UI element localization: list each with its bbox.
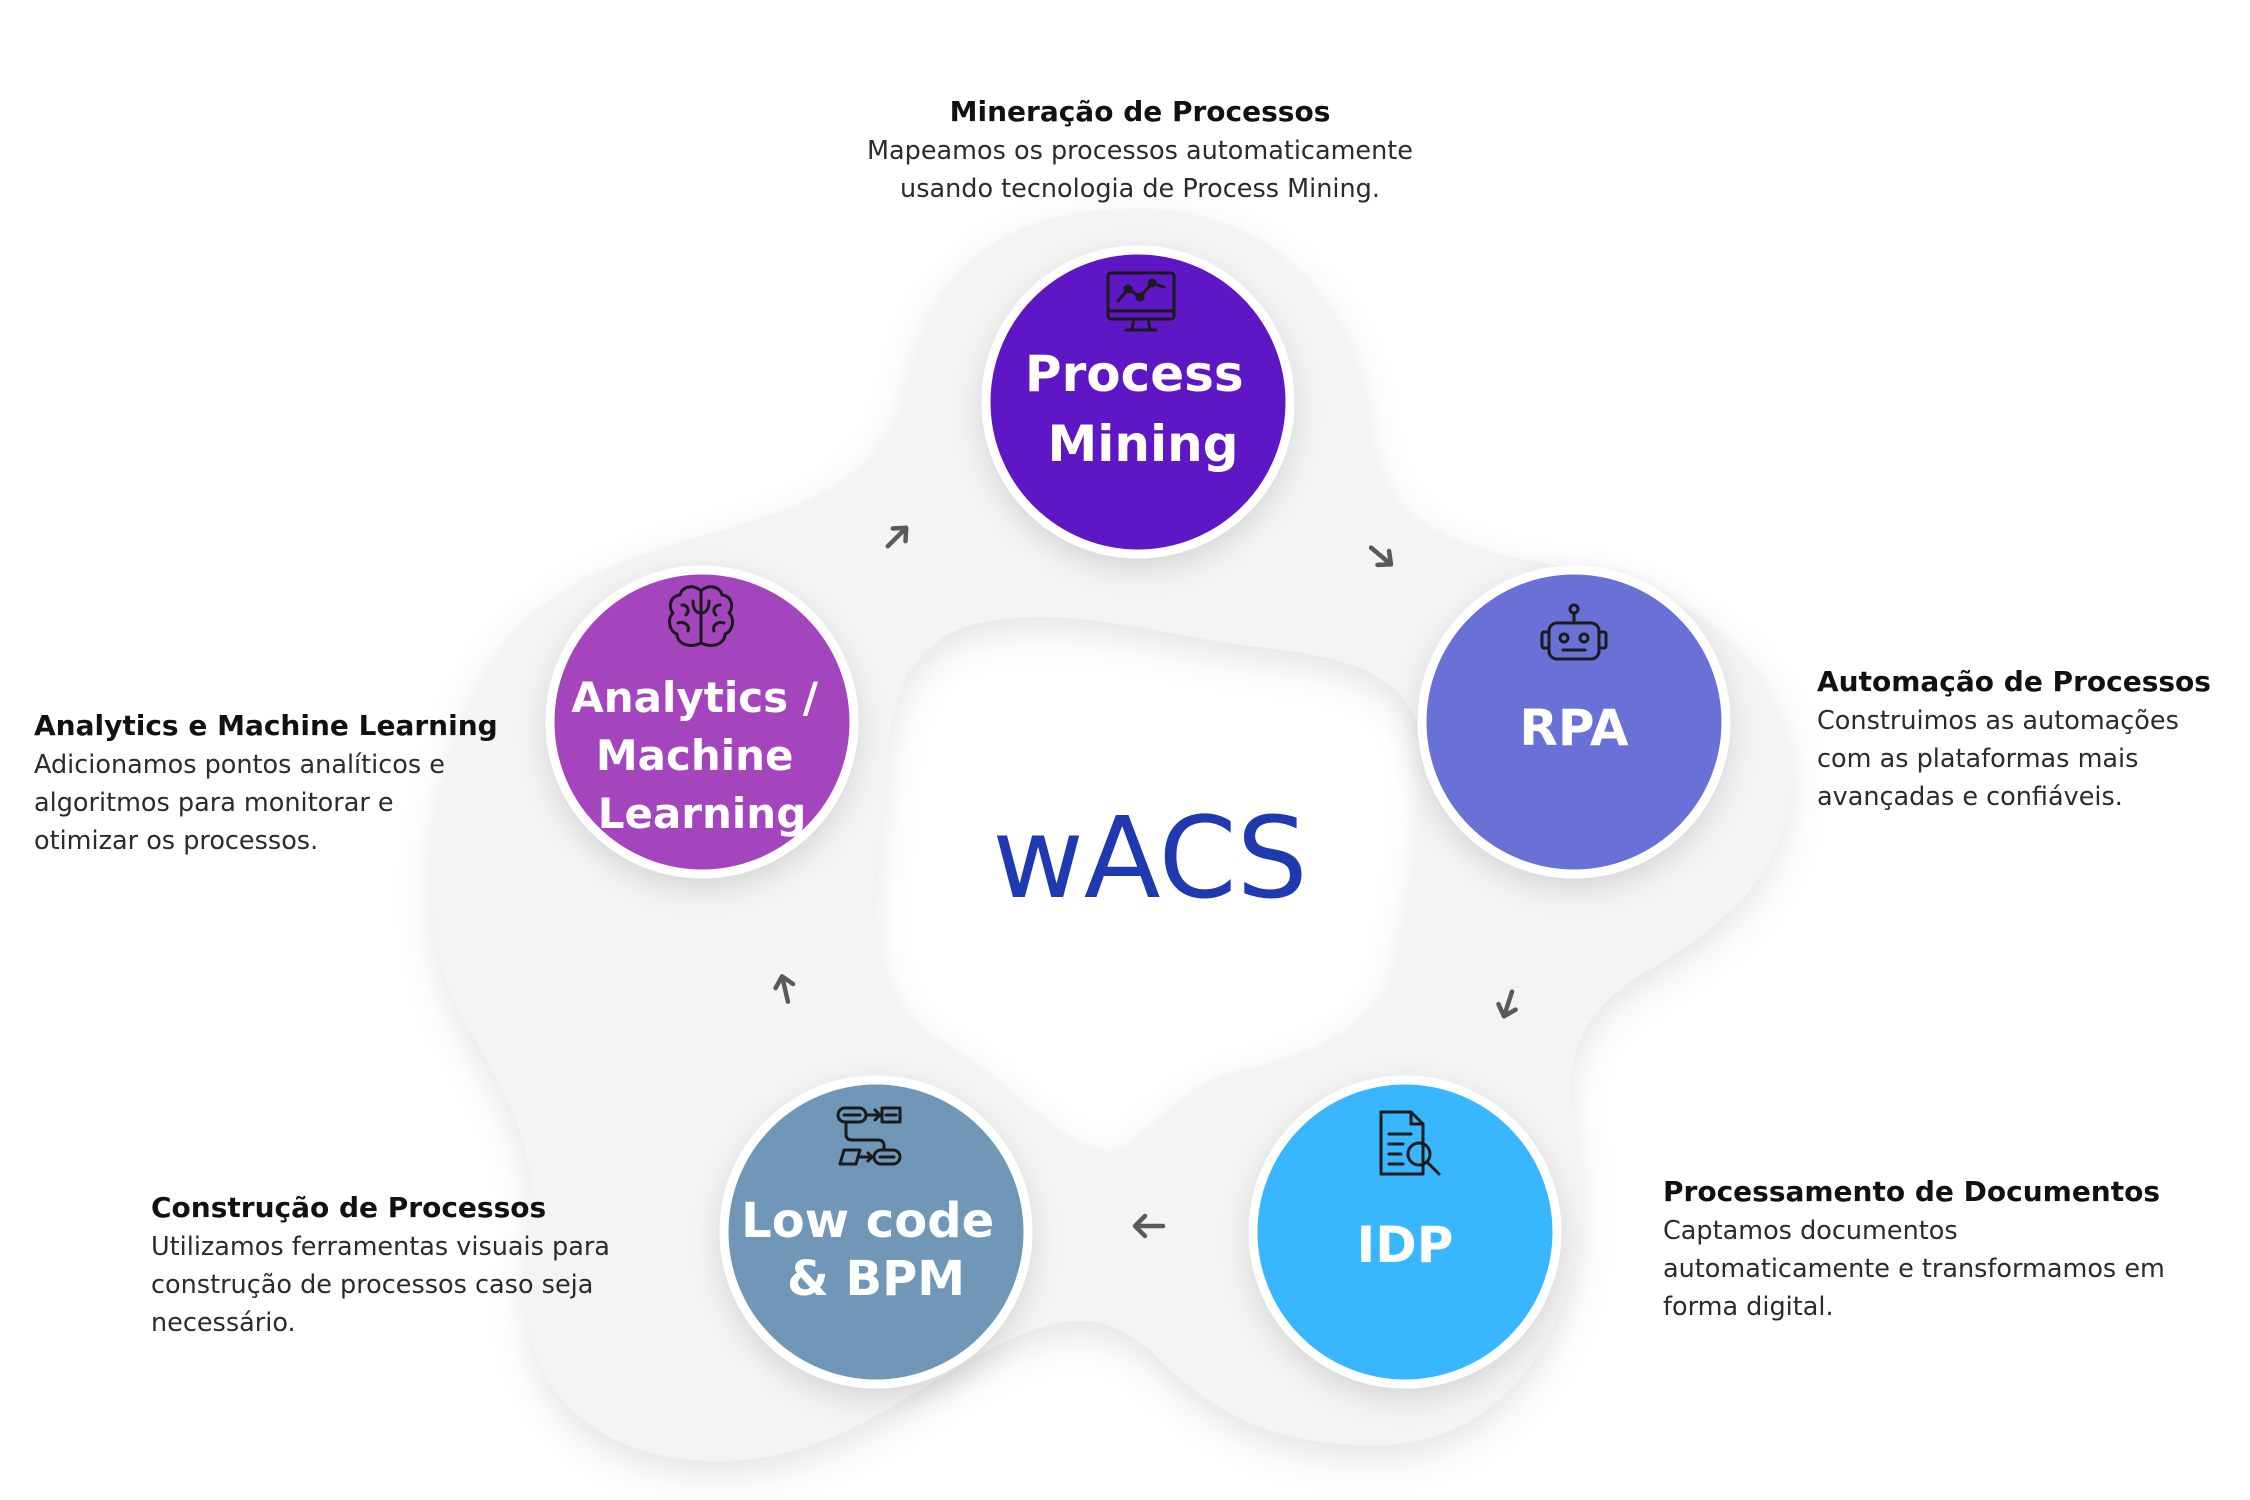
description-analytics-line-3: otimizar os processos.: [34, 826, 319, 856]
description-mineracao-line-1: Mapeamos os processos automaticamente: [867, 136, 1413, 166]
description-automacao: Automação de Processos Construimos as au…: [1817, 662, 2237, 816]
description-construcao-line-1: Utilizamos ferramentas visuais para: [151, 1232, 610, 1262]
description-mineracao: Mineração de Processos Mapeamos os proce…: [845, 92, 1435, 208]
node-process-mining-label: Process Mining: [1025, 345, 1261, 473]
arrow-process-mining-to-rpa: [1368, 545, 1394, 568]
node-analytics-ml-label: Analytics / Machine Learning: [571, 673, 832, 838]
description-documentos-line-1: Captamos documentos: [1663, 1216, 1958, 1246]
node-idp-label: IDP: [1357, 1216, 1454, 1274]
description-mineracao-line-2: usando tecnologia de Process Mining.: [900, 174, 1380, 204]
node-analytics-ml: Analytics / Machine Learning: [545, 565, 859, 879]
node-analytics-ml-circle: [545, 565, 859, 879]
description-construcao-line-2: construção de processos caso seja: [151, 1270, 594, 1300]
description-mineracao-heading: Mineração de Processos: [949, 95, 1331, 128]
description-documentos: Processamento de Documentos Captamos doc…: [1663, 1172, 2223, 1326]
node-rpa-label: RPA: [1519, 699, 1629, 757]
description-automacao-heading: Automação de Processos: [1817, 665, 2211, 698]
description-analytics-line-2: algoritmos para monitorar e: [34, 788, 394, 818]
node-process-mining-circle: [981, 245, 1295, 559]
node-rpa-label-line-1: RPA: [1519, 699, 1629, 757]
flow-arrows: [773, 525, 1518, 1239]
robot-icon: [1540, 603, 1608, 661]
node-process-mining-label-line-1: Process: [1025, 345, 1244, 403]
node-low-code-bpm-circle: [719, 1075, 1033, 1389]
node-idp: IDP: [1248, 1075, 1562, 1389]
node-process-mining: Process Mining: [981, 245, 1295, 559]
node-rpa: RPA: [1417, 565, 1731, 879]
description-automacao-line-1: Construimos as automações: [1817, 706, 2179, 736]
node-low-code-bpm-label-line-2: & BPM: [787, 1251, 965, 1307]
node-idp-circle: [1248, 1075, 1562, 1389]
arrow-low-code-to-analytics: [773, 974, 796, 1004]
node-analytics-ml-label-line-2: Machine: [596, 731, 794, 780]
brain-icon: [668, 585, 734, 647]
arrow-idp-to-low-code: [1132, 1213, 1166, 1239]
description-analytics-heading: Analytics e Machine Learning: [34, 709, 498, 742]
arrow-rpa-to-idp: [1496, 989, 1518, 1019]
node-idp-label-line-1: IDP: [1357, 1216, 1454, 1274]
center-title: wACS: [992, 794, 1308, 924]
description-documentos-line-2: automaticamente e transformamos em: [1663, 1254, 2165, 1284]
node-analytics-ml-label-line-3: Learning: [598, 789, 807, 838]
description-automacao-line-3: avançadas e confiáveis.: [1817, 782, 2123, 812]
workflow-icon: [836, 1106, 902, 1166]
description-construcao: Construção de Processos Utilizamos ferra…: [151, 1188, 651, 1342]
description-construcao-heading: Construção de Processos: [151, 1191, 547, 1224]
arrow-analytics-to-process-mining: [885, 525, 909, 549]
node-low-code-bpm-label: Low code & BPM: [741, 1193, 1011, 1307]
node-rpa-circle: [1417, 565, 1731, 879]
description-documentos-heading: Processamento de Documentos: [1663, 1175, 2161, 1208]
node-analytics-ml-label-line-1: Analytics /: [571, 673, 819, 722]
monitor-chart-icon: [1106, 271, 1176, 332]
node-process-mining-label-line-2: Mining: [1047, 415, 1238, 473]
node-low-code-bpm: Low code & BPM: [719, 1075, 1033, 1389]
description-analytics-line-1: Adicionamos pontos analíticos e: [34, 750, 445, 780]
description-documentos-line-3: forma digital.: [1663, 1292, 1834, 1322]
description-construcao-line-3: necessário.: [151, 1308, 296, 1338]
description-automacao-line-2: com as plataformas mais: [1817, 744, 2139, 774]
description-analytics: Analytics e Machine Learning Adicionamos…: [34, 706, 514, 860]
document-search-icon: [1379, 1110, 1441, 1176]
node-low-code-bpm-label-line-1: Low code: [741, 1193, 994, 1249]
